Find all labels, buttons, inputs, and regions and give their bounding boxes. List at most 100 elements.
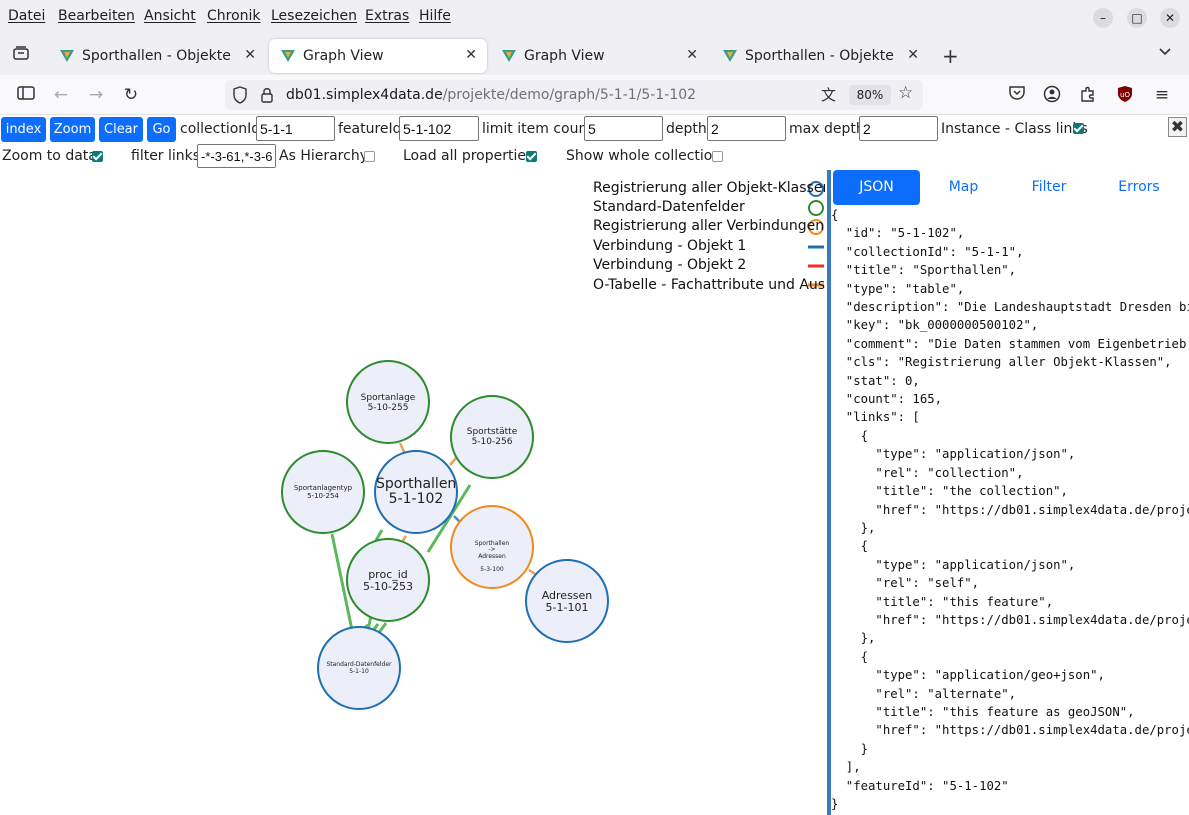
tab-overview-icon[interactable] [12,45,30,65]
menu-chronik[interactable]: Chronik [207,8,261,24]
node-label-sporthallen: Sporthallen 5-1-102 [376,476,456,508]
menu-hilfe[interactable]: Hilfe [419,8,451,24]
max-depth-label: max depth [789,121,865,137]
maximize-icon[interactable]: □ [1127,8,1147,28]
tab-close-icon[interactable]: ✕ [907,47,919,63]
legend-marker-circle [808,181,824,197]
shield-icon[interactable] [232,86,248,108]
zoom-level-badge[interactable]: 80% [849,85,891,105]
graph-canvas[interactable]: Registrierung aller Objekt-Klassen Stand… [0,170,829,815]
json-line: } [831,797,839,811]
menu-ansicht[interactable]: Ansicht [144,8,196,24]
ublock-icon[interactable]: uO [1114,85,1136,108]
json-line: "rel": "alternate", [831,686,1017,701]
node-label-sportstaette: Sportstätte 5-10-256 [452,427,532,448]
tab-close-icon[interactable]: ✕ [465,47,477,63]
feature-id-input[interactable] [399,116,479,141]
node-sporthallen[interactable] [374,450,458,534]
node-sportanlagentyp[interactable] [281,450,365,534]
navigation-bar: ← → ↻ db01.simplex4data.de/projekte/demo… [0,75,1189,115]
node-sportanlage[interactable] [346,360,430,444]
tab-list-chevron-icon[interactable] [1158,44,1172,63]
json-line: "href": "https://db01.simplex4data.de/pr… [831,723,1189,738]
lock-icon[interactable] [260,86,274,108]
json-line: "rel": "collection", [831,465,1024,480]
json-line: "type": "application/json", [831,557,1076,572]
menu-datei[interactable]: Datei [8,8,46,24]
close-controls-icon[interactable]: ✖ [1168,117,1187,137]
json-line: { [831,539,869,554]
extensions-icon[interactable] [1077,85,1099,108]
translate-icon[interactable]: 文 [821,86,837,104]
panel-divider[interactable] [827,170,831,815]
node-id: 5-1-101 [545,601,589,615]
node-sportstaette[interactable] [450,395,534,479]
url-text[interactable]: db01.simplex4data.de/projekte/demo/graph… [286,87,696,103]
tab-close-icon[interactable]: ✕ [244,47,256,63]
svg-text:uO: uO [1120,91,1130,99]
new-tab-icon[interactable]: + [942,44,959,68]
json-view[interactable]: { "id": "5-1-102", "collectionId": "5-1-… [831,206,1189,813]
minimize-icon[interactable]: – [1093,8,1113,28]
filter-links-input[interactable] [197,144,276,168]
tab-close-icon[interactable]: ✕ [686,47,698,63]
tab-strip: Sporthallen - Objekte ✕ Graph View ✕ Gra… [0,35,1189,75]
filter-links-label: filter links [131,148,201,164]
as-hierarchy-checkbox[interactable] [364,151,375,162]
node-sporthallen-adressen[interactable] [450,505,534,589]
tab-sporthallen-2[interactable]: Sporthallen - Objekte ✕ [711,39,929,73]
tab-map[interactable]: Map [948,179,979,195]
detail-panel: JSON Map Filter Errors { "id": "5-1-102"… [831,170,1189,815]
app-menu-icon[interactable]: ≡ [1154,85,1170,105]
reload-icon[interactable]: ↻ [123,85,139,105]
json-line: "type": "application/json", [831,447,1076,462]
menu-lesezeichen[interactable]: Lesezeichen [271,8,357,24]
go-button[interactable]: Go [147,117,176,142]
json-line: "title": "Sporthallen", [831,263,1017,278]
json-line: "links": [ [831,410,920,425]
zoom-button[interactable]: Zoom [50,117,95,142]
tab-json[interactable]: JSON [833,170,920,205]
json-line: { [831,649,869,664]
close-window-icon[interactable]: ✕ [1160,8,1180,28]
limit-input[interactable] [584,116,663,141]
json-line: "key": "bk_0000000500102", [831,318,1039,333]
depth-input[interactable] [707,116,786,141]
zoom-to-data-checkbox[interactable] [92,151,103,162]
node-name: Standard-Datenfelder [326,661,392,668]
legend-label-verbindungen: Registrierung aller Verbindungen [593,218,825,234]
tab-filter[interactable]: Filter [1031,179,1067,195]
account-icon[interactable] [1041,85,1063,108]
node-id: 5-1-102 [388,491,444,508]
forward-icon[interactable]: → [88,85,104,105]
sidebar-toggle-icon[interactable] [15,85,37,106]
url-bar[interactable]: db01.simplex4data.de/projekte/demo/graph… [225,80,923,110]
bookmark-star-icon[interactable]: ☆ [898,83,914,103]
node-adressen[interactable] [525,559,609,643]
clear-button[interactable]: Clear [99,117,143,142]
collection-id-input[interactable] [256,116,335,141]
tab-graph-view[interactable]: Graph View ✕ [490,39,708,73]
graph-svg[interactable] [0,170,829,815]
menu-bearbeiten[interactable]: Bearbeiten [58,8,135,24]
menu-extras[interactable]: Extras [365,8,410,24]
pocket-icon[interactable] [1006,85,1028,106]
tab-graph-view-active[interactable]: Graph View ✕ [269,39,487,73]
show-whole-collection-checkbox[interactable] [712,151,723,162]
node-label-standard-datenfelder: Standard-Datenfelder 5-1-10 [319,661,399,675]
tab-errors[interactable]: Errors [1118,179,1160,195]
max-depth-input[interactable] [859,116,938,141]
node-label-adressen: Adressen 5-1-101 [527,589,607,615]
json-line: "count": 165, [831,392,943,407]
json-line: "description": "Die Landeshauptstadt Dre… [831,300,1189,315]
depth-label: depth [666,121,707,137]
index-button[interactable]: index [1,117,46,142]
load-all-properties-checkbox[interactable] [526,151,537,162]
instance-class-links-checkbox[interactable] [1073,123,1084,134]
json-line: "id": "5-1-102", [831,226,965,241]
node-proc-id[interactable] [346,538,430,622]
instance-class-links-label: Instance - Class links [941,121,1088,137]
node-standard-datenfelder[interactable] [317,626,401,710]
tab-sporthallen-1[interactable]: Sporthallen - Objekte ✕ [48,39,266,73]
back-icon[interactable]: ← [53,85,69,105]
